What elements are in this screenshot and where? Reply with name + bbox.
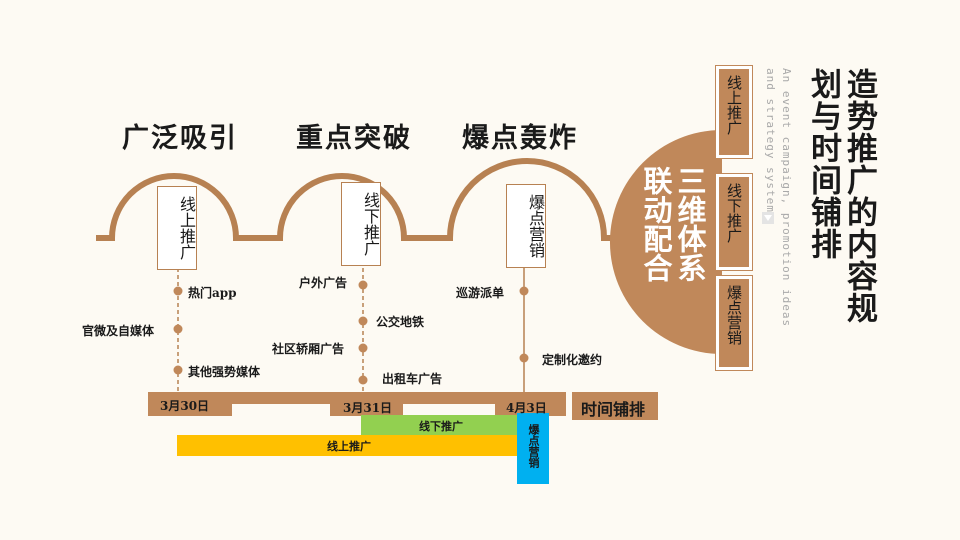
- dot-burst-1: [519, 286, 529, 296]
- circle-text-2: 联动配合: [639, 166, 673, 282]
- right-box-burst-label: 爆点营销: [725, 285, 743, 345]
- item-parade-flyers: 巡游派单: [456, 286, 505, 300]
- right-box-offline-label: 线下推广: [725, 183, 743, 243]
- item-official-media: 官微及自媒体: [82, 324, 155, 338]
- english-line-1: An event campaign, promotion ideas: [780, 68, 793, 328]
- phase-box-burst: 爆点营销: [506, 184, 546, 268]
- phase-title-1: 广泛吸引: [122, 123, 238, 154]
- bar-burst: [517, 413, 549, 484]
- date-label-1: 3月30日: [160, 399, 210, 413]
- bar-burst-label: 爆点营销: [527, 424, 540, 468]
- item-other-media: 其他强势媒体: [188, 365, 261, 379]
- arch-line: [96, 158, 640, 241]
- bar-offline-label: 线下推广: [419, 420, 463, 433]
- right-box-online: 线上推广: [715, 65, 753, 159]
- dot-burst-2: [519, 353, 529, 363]
- timeline-bar: [148, 392, 566, 416]
- item-taxi-ads: 出租车广告: [382, 372, 443, 386]
- right-box-online-label: 线上推广: [725, 75, 743, 135]
- date-label-3: 4月3日: [506, 401, 547, 415]
- bar-online: [177, 435, 521, 456]
- right-box-offline: 线下推广: [715, 173, 753, 271]
- phase-box-offline: 线下推广: [341, 182, 381, 266]
- right-box-burst: 爆点营销: [715, 275, 753, 371]
- dot-offline-1: [358, 280, 368, 290]
- bar-online-label: 线上推广: [327, 440, 371, 453]
- item-bus-metro: 公交地铁: [376, 315, 425, 329]
- main-title-1: 造势推广的内容规: [841, 68, 877, 324]
- phase-title-2: 重点突破: [296, 123, 412, 154]
- date-label-2: 3月31日: [343, 401, 393, 415]
- timeline-label: 时间铺排: [581, 400, 646, 419]
- dot-online-3: [173, 365, 183, 375]
- dot-online-1: [173, 286, 183, 296]
- main-title-2: 划与时间铺排: [805, 68, 841, 260]
- center-circle: [609, 129, 722, 355]
- bar-offline: [361, 415, 521, 435]
- item-custom-invite: 定制化邀约: [542, 353, 603, 367]
- item-hot-app: 热门app: [188, 286, 237, 300]
- dot-offline-3: [358, 343, 368, 353]
- timeline-label-bg: [572, 392, 658, 420]
- phase-title-3: 爆点轰炸: [462, 123, 578, 154]
- phase-box-online: 线上推广: [157, 186, 197, 270]
- english-line-2: and strategy system: [764, 68, 777, 213]
- item-outdoor-ads: 户外广告: [299, 276, 348, 290]
- dot-online-2: [173, 324, 183, 334]
- item-elevator-ads: 社区轿厢广告: [272, 342, 345, 356]
- dot-offline-4: [358, 375, 368, 385]
- play-triangle-icon: [762, 212, 774, 224]
- dot-offline-2: [358, 316, 368, 326]
- circle-text-1: 三维体系: [673, 166, 707, 282]
